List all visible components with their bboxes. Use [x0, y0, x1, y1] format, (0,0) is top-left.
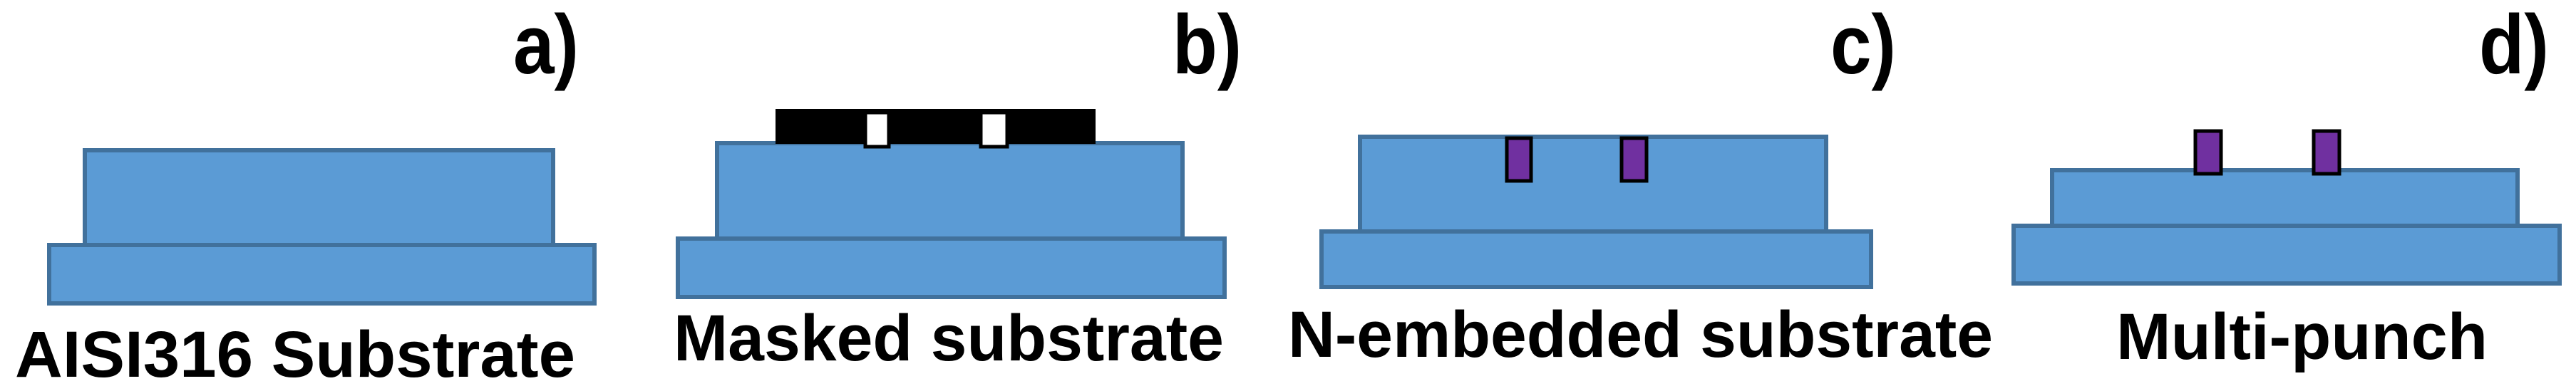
mask: [776, 109, 1096, 144]
panel-letter-c: c): [1830, 0, 1896, 92]
panel-label-c: N-embedded substrate: [1288, 298, 1993, 371]
nitrogen-embedded-pin: [1505, 136, 1533, 183]
panel-b: b) Masked substrate: [674, 0, 1242, 375]
substrate-base: [1319, 229, 1873, 289]
substrate-top-block: [2050, 168, 2520, 228]
substrate-base: [47, 243, 597, 306]
punch-pin: [2312, 129, 2341, 176]
substrate-base: [676, 236, 1227, 299]
panel-letter-b: b): [1173, 0, 1242, 92]
panel-label-a: AISI316 Substrate: [15, 318, 575, 391]
panel-label-d: Multi-punch: [2116, 301, 2488, 373]
substrate-top-block: [83, 148, 555, 249]
panel-letter-d: d): [2479, 0, 2549, 92]
substrate-base: [2011, 224, 2562, 286]
panel-letter-a: a): [513, 0, 579, 92]
panel-c: c) N-embedded substrate: [1288, 0, 1993, 371]
panel-d: d) Multi-punch: [2011, 0, 2562, 373]
mask-opening: [863, 110, 891, 149]
panel-a: a) AISI316 Substrate: [15, 0, 597, 391]
nitrogen-embedded-pin: [1619, 136, 1649, 183]
substrate-top-block: [1358, 135, 1828, 234]
punch-pin: [2193, 129, 2223, 176]
substrate-top-block: [715, 141, 1185, 241]
mask-opening: [979, 110, 1009, 149]
panel-label-b: Masked substrate: [674, 302, 1224, 375]
